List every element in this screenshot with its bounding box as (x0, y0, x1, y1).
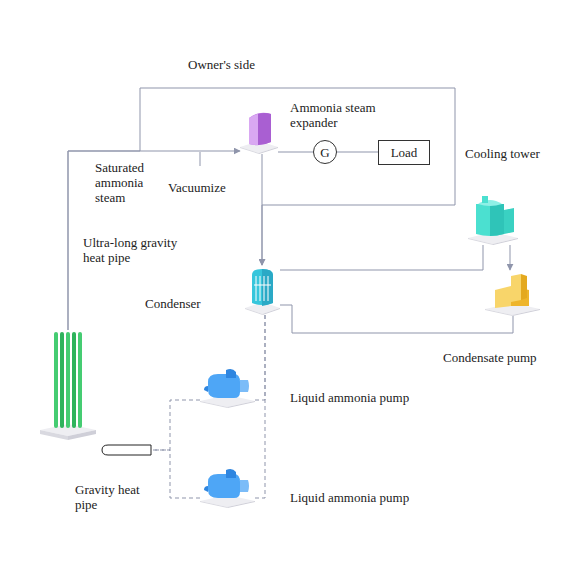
pump-motor-side (521, 274, 527, 300)
heat-pipe-tube (72, 332, 76, 428)
platform-side (68, 430, 96, 440)
pipe-line (337, 152, 378, 153)
condenser-tube (256, 276, 257, 301)
liquid-ammonia-pump: Liquid ammonia pump (200, 368, 255, 408)
tower-body (476, 204, 504, 236)
condenser-shell (252, 269, 273, 305)
equipment-label: Ammonia steam expander (290, 100, 385, 130)
tower-icon (468, 190, 518, 245)
platform-side (485, 309, 513, 316)
equipment-label: Condenser (145, 296, 201, 311)
platform-side (228, 401, 256, 408)
pipe-line (68, 151, 240, 330)
expander-face (249, 114, 258, 145)
platform-side (468, 238, 493, 245)
pump-head (226, 369, 236, 378)
pump-outlet (204, 386, 208, 392)
platform-side (240, 147, 259, 154)
node-text: Load (391, 145, 418, 160)
node-text: G (320, 145, 329, 160)
cooling-tower: Cooling tower (468, 190, 518, 245)
gravity-heat-pipe: Gravity heat pipe (100, 444, 152, 456)
condenser-icon (245, 265, 280, 315)
heat-pipe-tube (60, 332, 64, 428)
generator-circle: G (313, 140, 337, 164)
equipment-label: Liquid ammonia pump (290, 390, 409, 405)
liquid-ammonia-pump: Liquid ammonia pump (200, 468, 255, 508)
pipe-line (280, 305, 513, 333)
pump-head (226, 469, 236, 478)
pipe-line (510, 245, 511, 270)
pipe-line (68, 88, 455, 330)
equipment-label: Condensate pump (443, 350, 537, 365)
tower-wing (504, 208, 514, 234)
annotation-label: Saturated ammonia steam (94, 160, 160, 205)
tower-top (478, 200, 502, 206)
pump-inlet (240, 380, 249, 392)
pump-outlet (204, 486, 208, 492)
liquid-line (255, 315, 265, 400)
pipe-line (262, 154, 263, 265)
equipment-label: Cooling tower (465, 146, 540, 161)
condenser-side (262, 269, 273, 306)
platform-side (513, 309, 541, 316)
condensate-pump: Condensate pump (485, 270, 540, 316)
pipe-line (278, 152, 313, 153)
heat-pipe-tube (66, 332, 70, 428)
pump-icon (200, 368, 255, 408)
annotation-label: Owner's side (187, 57, 256, 72)
equipment-label: Gravity heat pipe (75, 482, 155, 512)
platform-side (493, 238, 518, 245)
platform-side (259, 147, 278, 154)
condenser-tube (264, 276, 265, 301)
pipe-icon (100, 444, 152, 456)
annotation-label: Vacuumize (167, 180, 227, 195)
condenser-tube (268, 276, 269, 301)
pump-motor (511, 274, 521, 302)
tower-side (490, 204, 504, 236)
expander-body (249, 113, 271, 145)
platform-side (263, 308, 281, 315)
cpump-icon (485, 270, 540, 316)
pipe-outline (102, 445, 151, 455)
tubes-icon (40, 330, 96, 440)
tower-stack (482, 196, 488, 203)
platform-side (228, 501, 256, 508)
vacuum-tap-line (200, 152, 201, 166)
liquid-line (255, 315, 265, 498)
condenser-tube (260, 276, 261, 301)
heat-pipe-tube (54, 332, 58, 428)
condenser-baffle (254, 285, 271, 286)
platform-side (245, 308, 263, 315)
expander-icon (240, 108, 278, 154)
heat-pipe-tube (78, 332, 82, 428)
pump-icon (200, 468, 255, 508)
equipment-label: Liquid ammonia pump (290, 490, 409, 505)
platform-side (200, 401, 228, 408)
pump-inlet (240, 480, 249, 492)
condenser-unit: Condenser (245, 265, 280, 315)
expander-unit: Ammonia steam expander (240, 108, 278, 154)
liquid-line (152, 400, 200, 450)
expander-side (258, 113, 271, 145)
liquid-line (152, 450, 200, 498)
platform-side (40, 430, 68, 440)
pipe-line (280, 245, 483, 270)
platform-side (200, 501, 228, 508)
pump-base (495, 286, 511, 308)
gravity-heat-pipe-bundle: Ultra-long gravity heat pipe (40, 330, 96, 440)
load-box: Load (378, 140, 430, 165)
equipment-label: Ultra-long gravity heat pipe (83, 235, 198, 265)
